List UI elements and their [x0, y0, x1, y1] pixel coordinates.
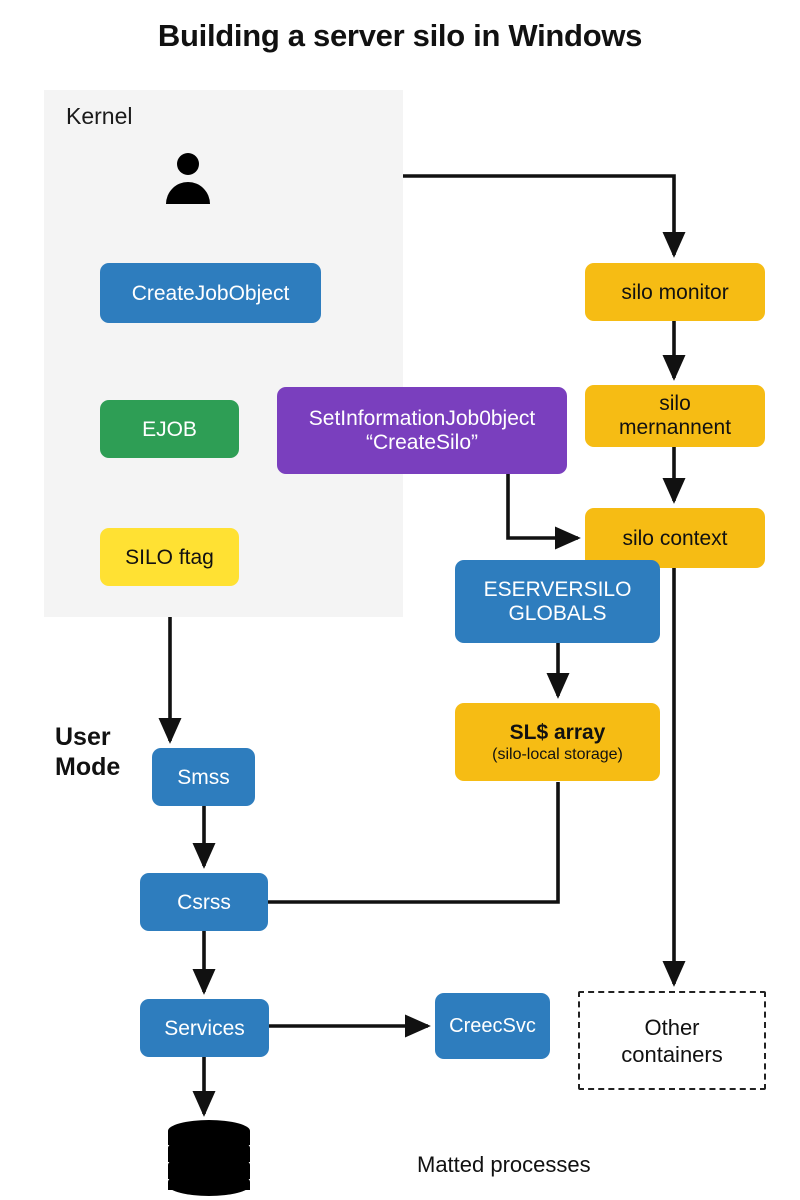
node-eserversilo-line2: GLOBALS [508, 601, 607, 625]
node-csrss[interactable]: Csrss [140, 873, 268, 931]
node-ejob[interactable]: EJOB [100, 400, 239, 458]
node-setinformationjobobject[interactable]: SetInformationJob0bject “CreateSilo” [277, 387, 567, 474]
edge-csrss-slarray [268, 782, 560, 904]
node-silo-monitor[interactable]: silo monitor [585, 263, 765, 321]
node-silo-mernannent-line1: silo [659, 392, 691, 415]
node-silo-mernannent-line2: mernannent [618, 416, 732, 439]
kernel-region-label: Kernel [66, 103, 133, 129]
node-eserversilo-globals[interactable]: ESERVERSILO GLOBALS [455, 560, 660, 643]
node-eserversilo-line1: ESERVERSILO [483, 577, 632, 601]
node-silo-context[interactable]: silo context [585, 508, 765, 568]
node-setinfo-line1: SetInformationJob0bject [308, 406, 536, 430]
node-setinfo-line2: “CreateSilo” [365, 430, 479, 454]
node-sl-array-subtitle: (silo-local storage) [492, 745, 623, 763]
node-creecsvc[interactable]: CreecSvc [435, 993, 550, 1059]
node-other-containers-line1: Other [644, 1014, 700, 1040]
node-silo-ftag[interactable]: SILO ftag [100, 528, 239, 586]
node-services[interactable]: Services [140, 999, 269, 1057]
node-other-containers[interactable]: Other containers [578, 991, 766, 1090]
database-disk-bottom [168, 1174, 250, 1196]
user-icon-body [166, 182, 210, 204]
node-other-containers-line2: containers [621, 1041, 723, 1067]
node-smss[interactable]: Smss [152, 748, 255, 806]
page-title: Building a server silo in Windows [157, 18, 643, 53]
matted-processes-label: Matted processes [417, 1152, 591, 1177]
node-silo-mernannent[interactable]: silo mernannent [585, 385, 765, 447]
node-sl-array[interactable]: SL$ array (silo-local storage) [455, 703, 660, 781]
node-sl-array-title: SL$ array [509, 720, 606, 744]
user-icon-head [177, 153, 199, 175]
edge-setinfo-silocontext [506, 470, 581, 550]
node-createjobobject[interactable]: CreateJobObject [100, 263, 321, 323]
database-cylinder-icon [168, 1120, 250, 1196]
user-icon [166, 153, 210, 213]
